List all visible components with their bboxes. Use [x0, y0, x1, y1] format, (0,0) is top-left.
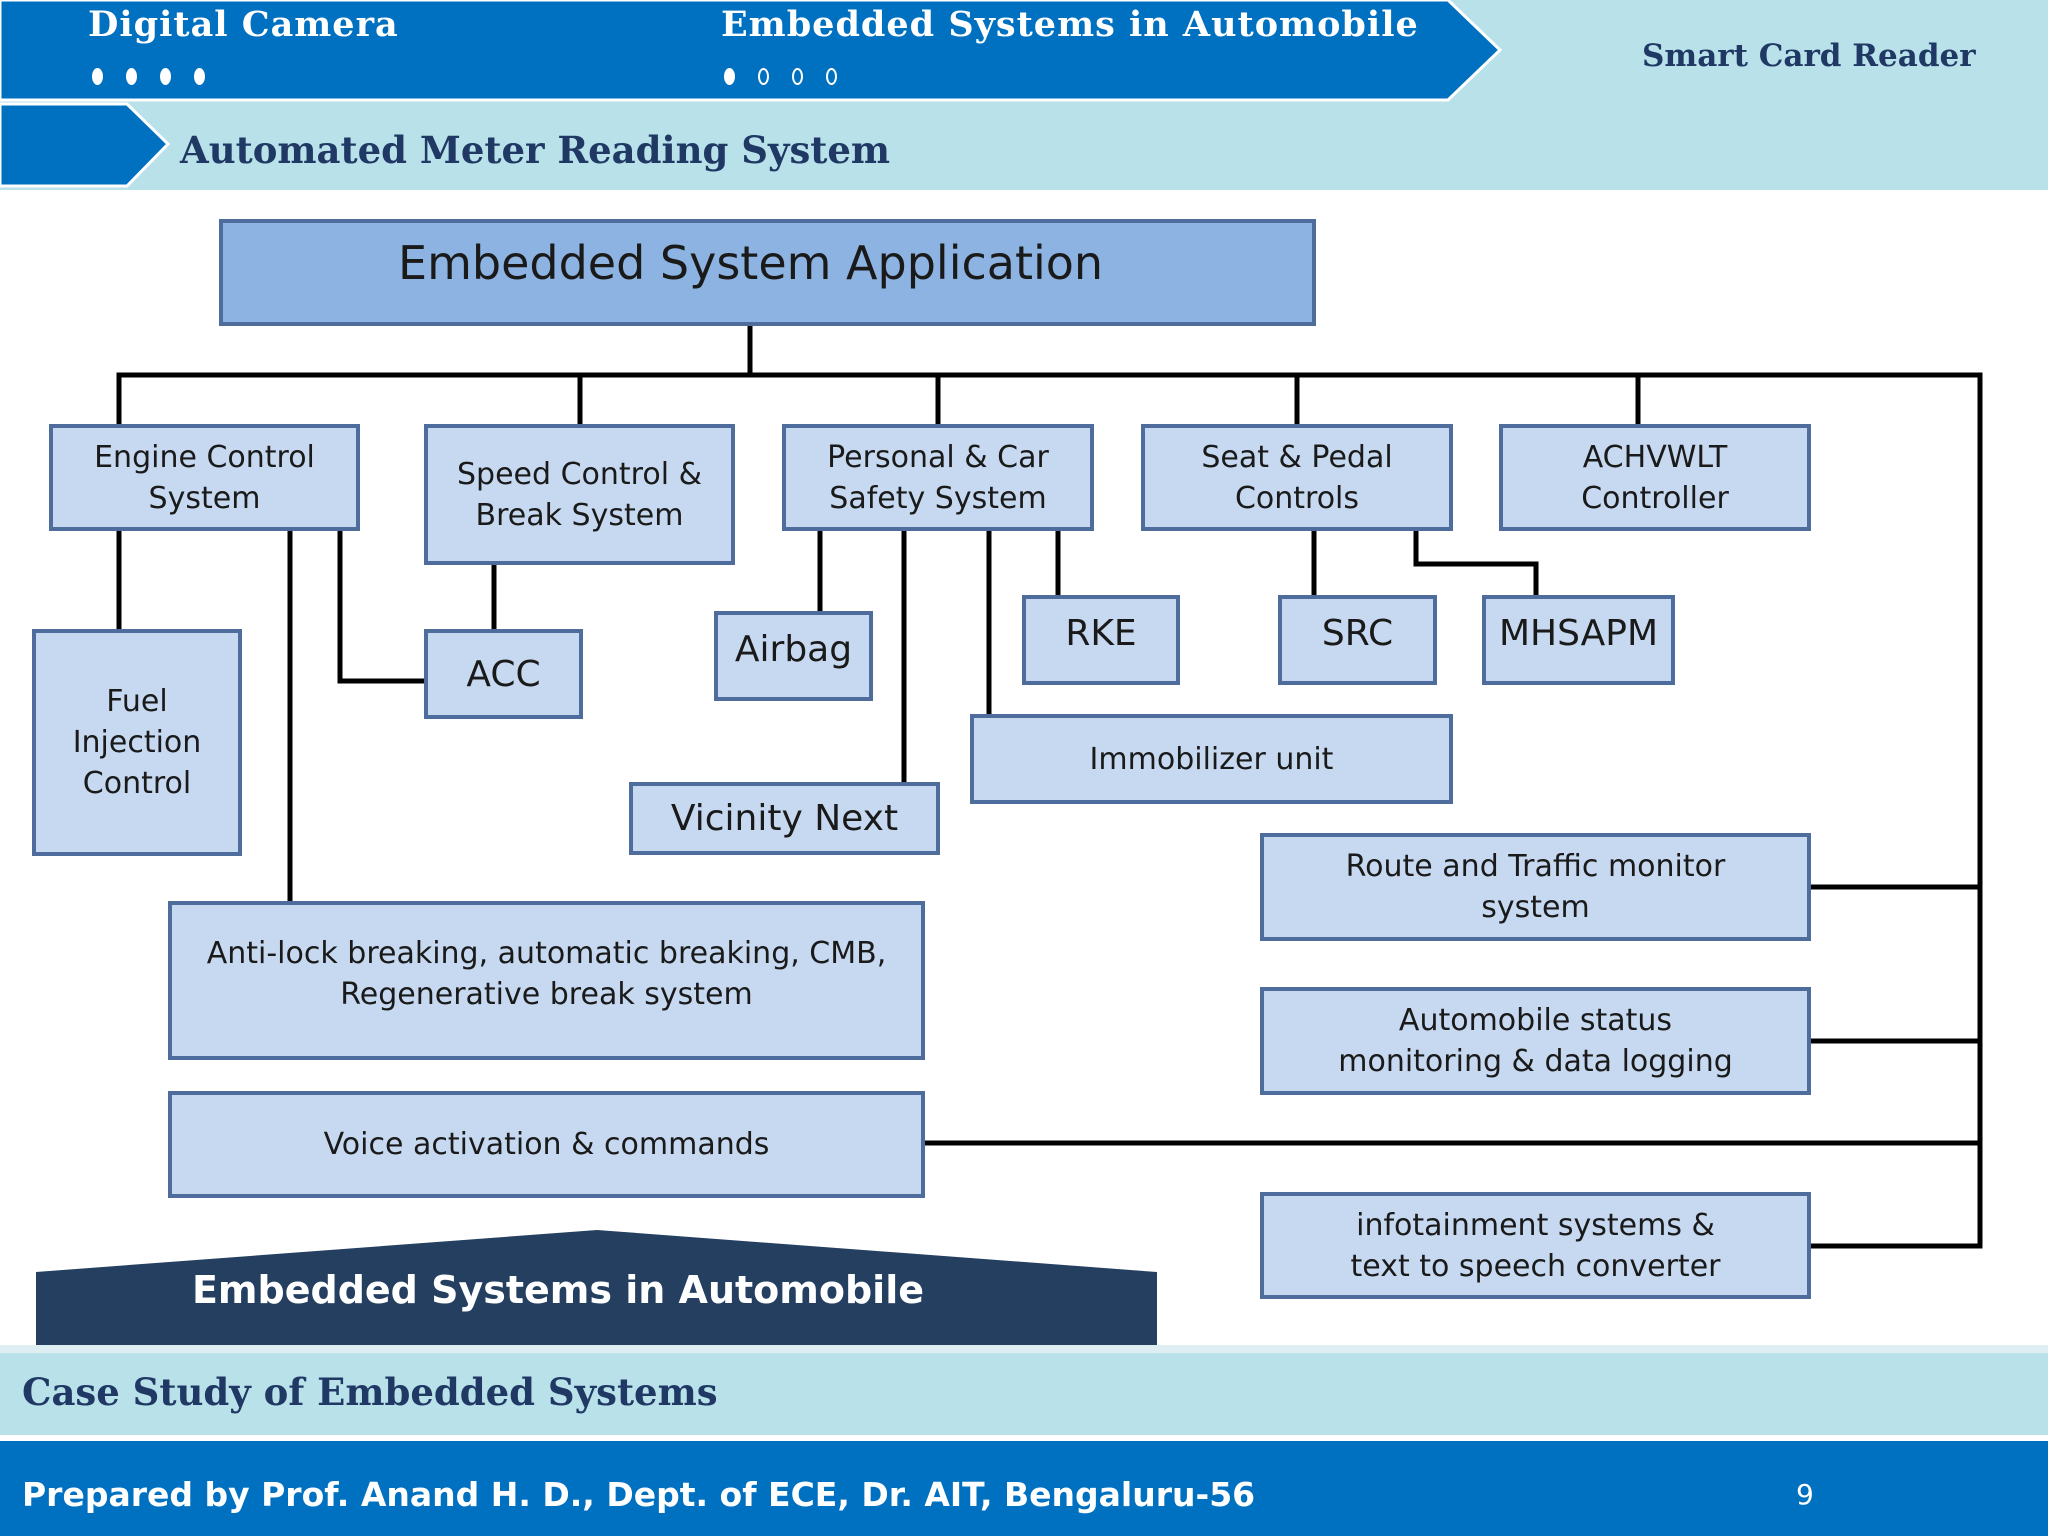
root-node: Embedded System Application — [219, 219, 1316, 326]
node-vicinity-next: Vicinity Next — [629, 782, 940, 855]
node-immobilizer: Immobilizer unit — [970, 714, 1453, 804]
connector-line — [1413, 527, 1539, 599]
nav-item-digital-camera-progress — [92, 68, 205, 85]
progress-dot[interactable] — [826, 68, 837, 85]
progress-dot[interactable] — [92, 68, 103, 85]
progress-dot[interactable] — [126, 68, 137, 85]
node-airbag: Airbag — [714, 611, 873, 701]
banner-background — [36, 1230, 1157, 1347]
nav-item-label: Digital Camera — [88, 4, 399, 45]
node-voice-activation: Voice activation & commands — [168, 1091, 925, 1198]
footer-section-bar — [0, 1353, 2048, 1435]
node-status-logging: Automobile status monitoring & data logg… — [1260, 987, 1811, 1095]
nav-item-embedded-automobile-progress — [724, 68, 837, 85]
footer-section-title[interactable]: Case Study of Embedded Systems — [22, 1370, 718, 1414]
page-number: 9 — [1796, 1478, 1814, 1511]
nav-item-digital-camera[interactable]: Digital Camera — [88, 4, 399, 45]
node-acc: ACC — [424, 629, 583, 719]
footer-gap — [0, 1435, 2048, 1441]
progress-dot[interactable] — [194, 68, 205, 85]
node-antilock: Anti-lock breaking, automatic breaking, … — [168, 901, 925, 1060]
connector-line — [337, 527, 428, 684]
node-fuel-injection: Fuel Injection Control — [32, 629, 242, 856]
node-rke: RKE — [1022, 595, 1180, 685]
node-personal-safety: Personal & Car Safety System — [782, 424, 1094, 531]
footer-credit-bar — [0, 1441, 2048, 1536]
node-infotainment: infotainment systems & text to speech co… — [1260, 1192, 1811, 1299]
node-src: SRC — [1278, 595, 1437, 685]
node-speed-control: Speed Control & Break System — [424, 424, 735, 565]
footer-divider — [0, 1345, 2048, 1353]
subheader-arrow — [0, 102, 171, 188]
node-achvwlt: ACHVWLT Controller — [1499, 424, 1811, 531]
nav-item-label: Embedded Systems in Automobile — [721, 4, 1419, 45]
progress-dot[interactable] — [792, 68, 803, 85]
node-engine-control: Engine Control System — [49, 424, 360, 531]
nav-item-embedded-automobile[interactable]: Embedded Systems in Automobile — [721, 4, 1419, 45]
footer-credit: Prepared by Prof. Anand H. D., Dept. of … — [22, 1475, 1256, 1514]
nav-item-smart-card-reader[interactable]: Smart Card Reader — [1642, 38, 1976, 74]
progress-dot[interactable] — [758, 68, 769, 85]
nav-bar-arrow — [0, 0, 1503, 102]
connector-lines — [116, 320, 1983, 1249]
header-shapes — [0, 0, 1503, 188]
node-mhsapm: MHSAPM — [1482, 595, 1675, 685]
progress-dot[interactable] — [724, 68, 735, 85]
banner-title: Embedded Systems in Automobile — [191, 1268, 925, 1312]
progress-dot[interactable] — [160, 68, 171, 85]
section-subtitle[interactable]: Automated Meter Reading System — [180, 128, 891, 172]
node-route-traffic: Route and Traffic monitor system — [1260, 833, 1811, 941]
banner-shape — [36, 1230, 1157, 1347]
node-seat-pedal: Seat & Pedal Controls — [1141, 424, 1453, 531]
